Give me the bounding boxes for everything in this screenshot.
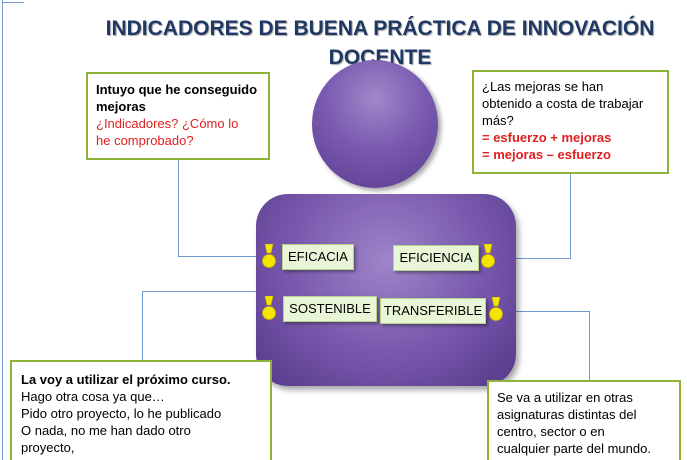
medal-icon — [262, 296, 276, 322]
figure-head — [312, 60, 438, 188]
connector-top-right-horizontal — [492, 258, 571, 259]
figure-body — [256, 194, 516, 386]
note-text: Hago otra cosa ya que… — [21, 389, 165, 404]
medal-icon — [489, 297, 503, 323]
badge-eficiencia: EFICIENCIA — [393, 245, 479, 271]
note-text: obtenido a costa de trabajar — [482, 96, 644, 111]
connector-top-left-horizontal — [178, 256, 268, 257]
badge-eficacia: EFICACIA — [282, 244, 354, 270]
note-text: asignaturas distintas del — [497, 407, 637, 422]
note-text: Intuyo que he conseguido — [96, 82, 258, 97]
slide-title: INDICADORES DE BUENA PRÁCTICA DE INNOVAC… — [105, 17, 655, 69]
connector-bottom-right-horizontal — [505, 311, 590, 312]
note-text: centro, sector o en — [497, 424, 605, 439]
connector-top-left-vertical — [178, 160, 179, 256]
note-text: ¿Las mejoras se han — [482, 79, 604, 94]
note-question: he comprobado? — [96, 133, 194, 148]
badge-transferible: TRANSFERIBLE — [380, 298, 486, 324]
connector-bottom-right-vertical — [589, 311, 590, 381]
note-top-right: ¿Las mejoras se han obtenido a costa de … — [472, 70, 669, 174]
badge-sostenible: SOSTENIBLE — [283, 296, 377, 322]
frame-top-line — [2, 2, 24, 3]
note-text: mejoras — [96, 99, 146, 114]
connector-top-right-vertical — [570, 174, 571, 258]
note-bottom-right: Se va a utilizar en otras asignaturas di… — [487, 380, 681, 460]
frame-left-line — [2, 0, 3, 460]
note-formula: = mejoras – esfuerzo — [482, 147, 611, 162]
note-text: O nada, no me han dado otro — [21, 423, 191, 438]
note-question: ¿Indicadores? ¿Cómo lo — [96, 116, 239, 131]
note-top-left: Intuyo que he conseguido mejoras ¿Indica… — [86, 72, 270, 160]
note-text: proyecto, — [21, 440, 75, 455]
note-text: Se va a utilizar en otras — [497, 390, 633, 405]
note-text: cualquier parte del mundo. — [497, 441, 651, 456]
connector-bottom-left-vertical — [142, 291, 143, 361]
note-formula: = esfuerzo + mejoras — [482, 130, 612, 145]
medal-icon — [262, 244, 276, 270]
note-text: más? — [482, 113, 514, 128]
note-text: La voy a utilizar el próximo curso. — [21, 372, 231, 387]
note-text: Pido otro proyecto, lo he publicado — [21, 406, 222, 421]
medal-icon — [481, 244, 495, 270]
connector-bottom-left-horizontal — [142, 291, 268, 292]
note-bottom-left: La voy a utilizar el próximo curso. Hago… — [10, 360, 272, 460]
